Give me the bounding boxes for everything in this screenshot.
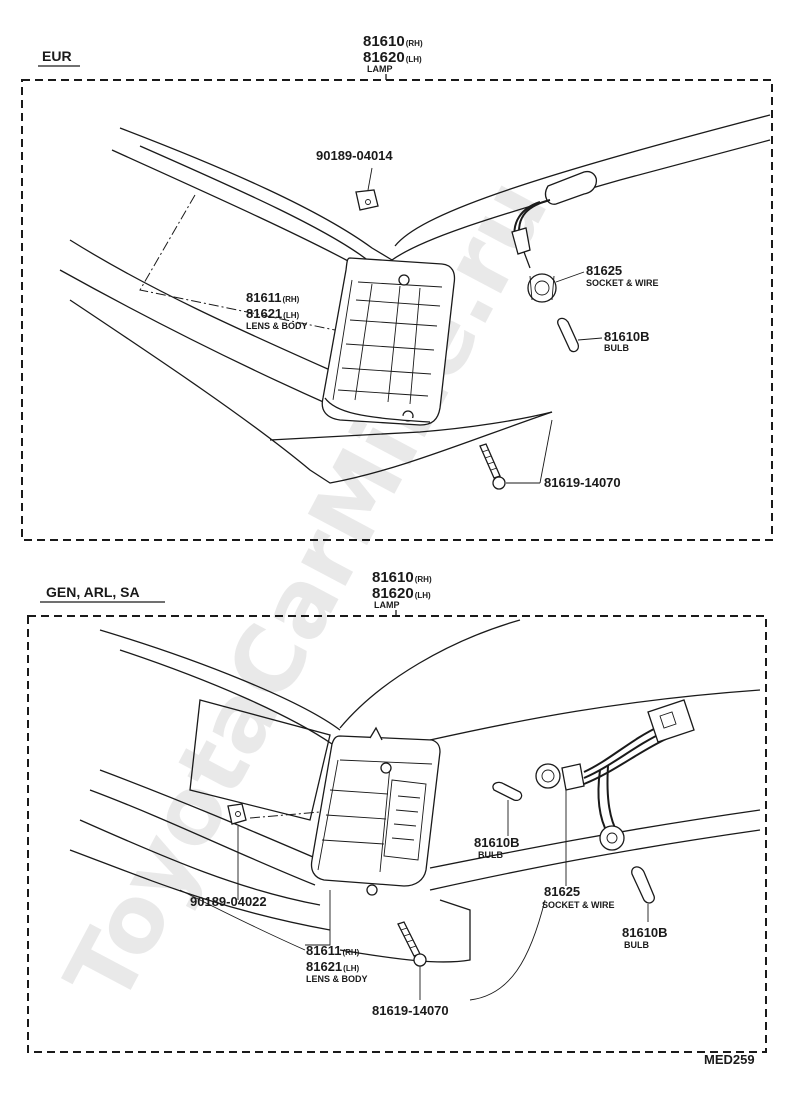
part-number-81610B: 81610B [604,329,650,344]
svg-text:81611(RH): 81611(RH) [306,943,360,958]
part-number-81619-14070: 81619-14070 [544,475,621,490]
car-body-illustration [69,619,761,963]
part-number-81610B: 81610B [474,835,520,850]
screw-gen: 81619-14070 [372,899,546,1018]
bulb-gen-2: 81610B BULB [622,866,668,950]
part-number-90189-04022: 90189-04022 [190,894,267,909]
socket-wire-gen: 81625 SOCKET & WIRE [535,699,695,910]
part-number-90189-04014: 90189-04014 [316,148,393,163]
part-number-81625: 81625 [544,884,580,899]
bulb-eur: 81610B BULB [557,317,650,353]
svg-text:BULB: BULB [624,940,649,950]
lamp-callout: 81610(RH) 81620(LH) LAMP [363,33,423,80]
svg-text:LENS & BODY: LENS & BODY [306,974,368,984]
svg-text:SOCKET & WIRE: SOCKET & WIRE [586,278,659,288]
section-title-eur: EUR [42,48,72,64]
svg-text:LENS & BODY: LENS & BODY [246,321,308,331]
part-number-81610B: 81610B [622,925,668,940]
lamp-callout: 81610(RH) 81620(LH) LAMP [372,569,432,616]
svg-text:81621(LH): 81621(LH) [246,306,299,321]
lamp-lens-body-gen [310,726,441,896]
section-gen-arl-sa: GEN, ARL, SA 81610(RH) 81620(LH) LAMP [27,569,767,1053]
svg-text:BULB: BULB [604,343,629,353]
section-eur: EUR 81610(RH) 81620(LH) LAMP [21,33,773,541]
bulb-gen-1: 81610B BULB [474,781,523,860]
socket-wire-eur: 81625 SOCKET & WIRE [511,170,659,303]
svg-text:LAMP: LAMP [374,600,400,610]
section-frame [27,615,767,1053]
svg-text:81610(RH): 81610(RH) [363,33,423,50]
part-number-81625: 81625 [586,263,622,278]
section-frame [21,79,773,541]
svg-text:81620(LH): 81620(LH) [372,585,431,602]
svg-text:SOCKET & WIRE: SOCKET & WIRE [542,900,615,910]
screw-eur: 81619-14070 [479,419,621,490]
svg-text:81611(RH): 81611(RH) [246,290,300,305]
section-title-gen: GEN, ARL, SA [46,584,140,600]
svg-text:LAMP: LAMP [367,64,393,74]
clip-part-eur: 90189-04014 [316,148,393,211]
clip-part-gen: 90189-04022 [190,803,267,909]
lens-body-callout-eur: 81611(RH) 81621(LH) LENS & BODY [246,290,308,331]
part-number-81619-14070: 81619-14070 [372,1003,449,1018]
lens-body-callout-gen: 81611(RH) 81621(LH) LENS & BODY [179,889,368,984]
car-body-illustration [59,114,771,484]
svg-text:81610(RH): 81610(RH) [372,569,432,586]
lamp-lens-body-eur [321,257,456,426]
svg-text:81620(LH): 81620(LH) [363,49,422,66]
svg-text:81621(LH): 81621(LH) [306,959,359,974]
svg-text:BULB: BULB [478,850,503,860]
drawing-code: MED259 [704,1052,755,1067]
